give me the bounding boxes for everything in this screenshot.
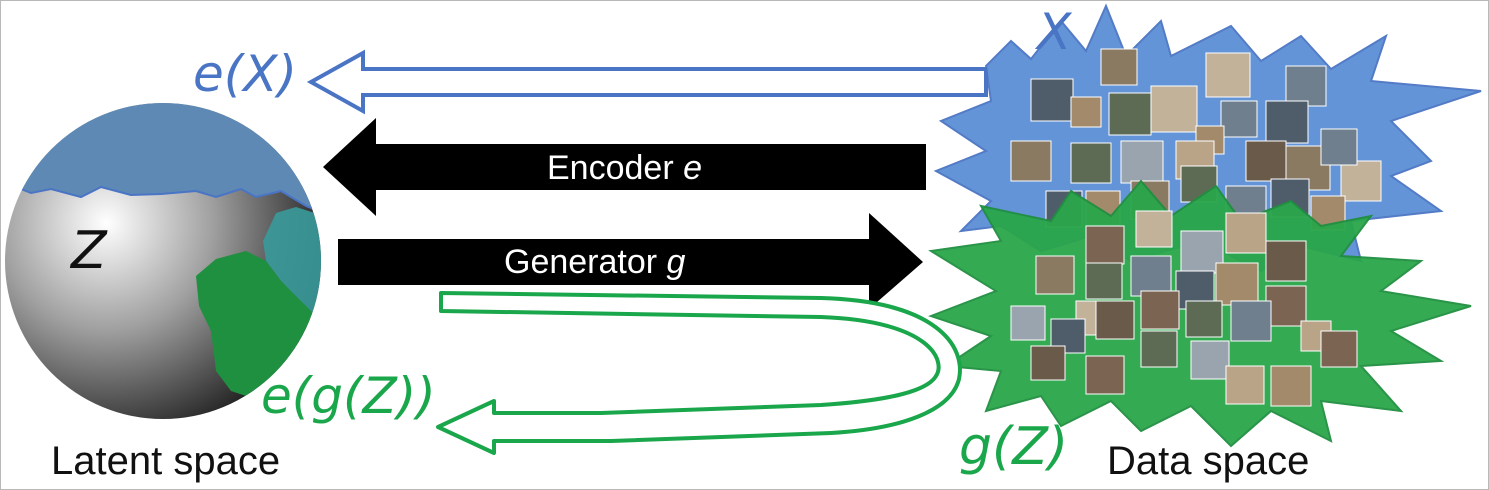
gz-sample-thumbnail <box>1320 330 1358 368</box>
x-sample-thumbnail <box>1100 48 1138 86</box>
gz-sample-thumbnail <box>1085 355 1125 395</box>
x-sample-thumbnail <box>1030 78 1074 122</box>
data-space-caption: Data space <box>1107 439 1310 483</box>
x-sample-thumbnail <box>1245 140 1287 182</box>
x-sample-thumbnail <box>1340 160 1382 202</box>
x-sample-thumbnail <box>1108 92 1152 136</box>
x-label: X <box>1037 3 1072 61</box>
gz-sample-thumbnail <box>1030 345 1066 381</box>
sphere-blue-cap <box>5 103 321 218</box>
gz-sample-thumbnail <box>1140 290 1180 330</box>
encoder-x-arrow <box>306 49 988 115</box>
gz-sample-thumbnail <box>1035 255 1075 295</box>
x-sample-thumbnail <box>1285 65 1327 107</box>
x-sample-thumbnail <box>1120 140 1164 184</box>
gz-sample-thumbnail <box>1130 255 1172 297</box>
gz-sample-thumbnail <box>1010 305 1046 341</box>
generator-arrow-label: Generator g <box>504 245 685 279</box>
gz-sample-thumbnail <box>1085 262 1123 300</box>
gz-sample-thumbnail <box>1190 340 1230 380</box>
x-sample-thumbnail <box>1070 142 1112 184</box>
x-sample-thumbnail <box>1220 100 1258 138</box>
gz-sample-thumbnail <box>1225 365 1265 405</box>
x-sample-thumbnail <box>1070 96 1102 128</box>
encoder-text: Encoder <box>547 149 684 187</box>
encoder-var: e <box>683 149 703 187</box>
x-sample-thumbnail <box>1205 52 1251 98</box>
gz-sample-thumbnail <box>1085 225 1125 265</box>
gz-sample-thumbnail <box>1265 240 1307 282</box>
encoder-arrow-label: Encoder e <box>547 151 702 185</box>
generator-arrow <box>338 213 923 309</box>
g-of-z-label: g(Z) <box>959 417 1069 477</box>
gz-sample-thumbnail <box>1215 262 1259 306</box>
reconstruction-arrow <box>436 291 962 455</box>
latent-space-sphere <box>5 103 321 419</box>
generator-text: Generator <box>504 243 667 281</box>
gz-sample-thumbnail <box>1135 210 1173 248</box>
z-label: Z <box>71 221 107 281</box>
generator-var: g <box>666 243 686 281</box>
gz-sample-thumbnail <box>1095 300 1135 340</box>
gz-sample-thumbnail <box>1230 300 1272 342</box>
encoder-arrow <box>323 118 926 216</box>
data-cloud-gz <box>928 179 1472 448</box>
x-sample-thumbnail <box>1320 128 1358 166</box>
e-of-g-of-z-label: e(g(Z)) <box>261 367 436 425</box>
gz-sample-thumbnail <box>1270 365 1312 407</box>
latent-space-caption: Latent space <box>51 439 281 483</box>
sphere-teal-region <box>263 207 321 331</box>
gz-sample-thumbnail <box>1140 330 1178 368</box>
x-sample-thumbnail <box>1150 85 1198 133</box>
x-sample-thumbnail <box>1010 140 1052 182</box>
gz-sample-thumbnail <box>1185 300 1223 338</box>
x-sample-thumbnail <box>1265 100 1309 144</box>
gz-sample-thumbnail <box>1225 212 1267 254</box>
gz-sample-thumbnail <box>1265 285 1307 327</box>
e-of-x-label: e(X) <box>193 45 298 103</box>
